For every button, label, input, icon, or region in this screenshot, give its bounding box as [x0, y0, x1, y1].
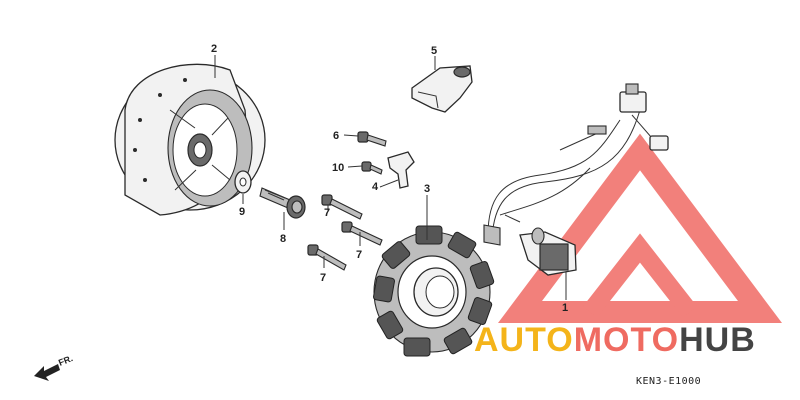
- callout-3: 3: [424, 183, 430, 195]
- leader-lines: [214, 55, 567, 300]
- flywheel-part: [114, 63, 266, 216]
- pulse-generator-part: [411, 65, 473, 113]
- watermark-moto: MOTO: [574, 321, 679, 359]
- watermark-wordmark: AUTOMOTOHUB: [474, 321, 756, 359]
- front-arrow-icon: [34, 364, 60, 381]
- bolt-6-part: [357, 131, 387, 147]
- wire-clamp-part: [387, 151, 415, 189]
- callout-labels: 2 3 4 5 6 7 7 7 8 9 10 1: [211, 43, 568, 314]
- bolt-7a-part: [321, 194, 363, 220]
- callout-7a: 7: [324, 207, 330, 219]
- callout-6: 6: [333, 130, 339, 142]
- watermark-auto: AUTO: [474, 321, 574, 359]
- fr-label: FR.: [57, 353, 74, 368]
- bolt-7c-part: [307, 244, 347, 271]
- callout-8: 8: [280, 233, 286, 245]
- callout-7c: 7: [320, 272, 326, 284]
- callout-9: 9: [239, 206, 245, 218]
- watermark-triangle-logo: [498, 133, 782, 323]
- diagram-code: KEN3-E1000: [636, 376, 701, 387]
- callout-5: 5: [431, 45, 437, 57]
- callout-7b: 7: [356, 249, 362, 261]
- wiring-harness: [483, 83, 669, 276]
- callout-1: 1: [562, 302, 568, 314]
- callout-4: 4: [372, 181, 379, 193]
- bolt-10-part: [361, 161, 383, 175]
- front-direction-indicator: FR.: [34, 353, 74, 381]
- flange-bolt-8-part: [259, 187, 306, 219]
- callout-2: 2: [211, 43, 217, 55]
- watermark-hub: HUB: [679, 321, 756, 359]
- callout-10: 10: [332, 162, 344, 174]
- washer-9-part: [234, 170, 252, 194]
- svg-text:AUTOMOTOHUB: AUTOMOTOHUB: [474, 321, 756, 359]
- bolt-7b-part: [341, 221, 383, 246]
- stator-part: [373, 225, 495, 357]
